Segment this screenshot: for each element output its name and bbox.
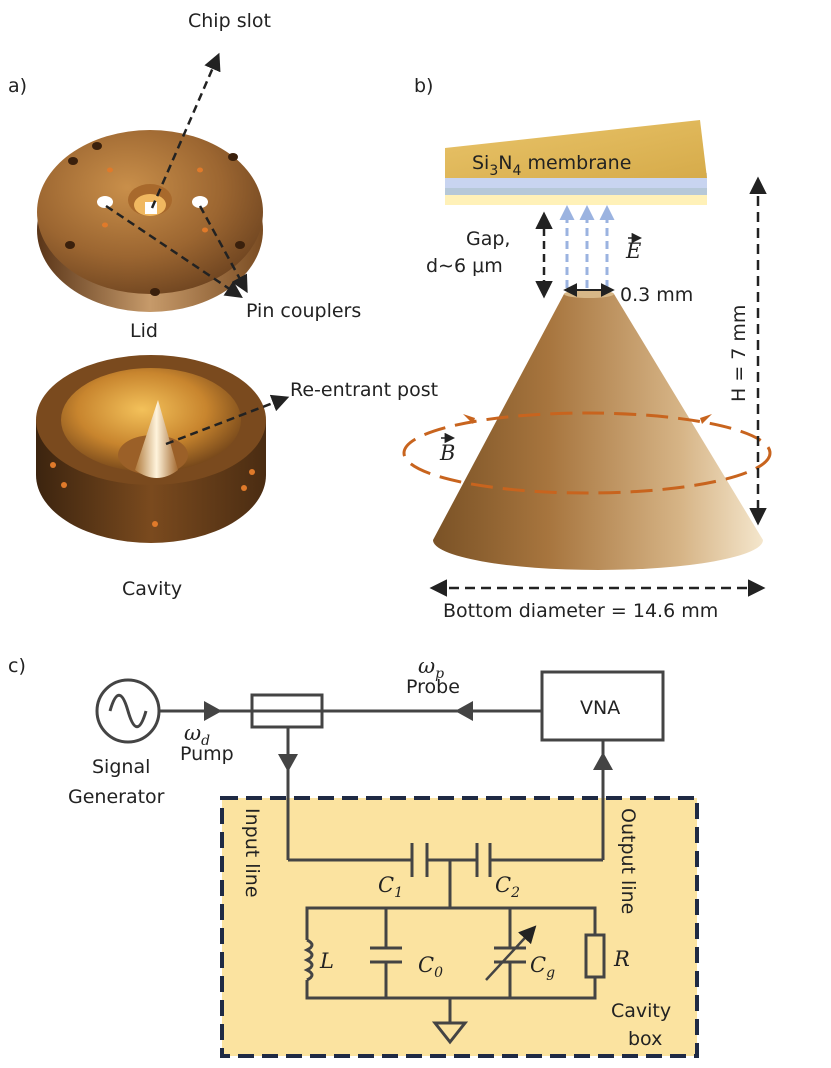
height-label: H = 7 mm [728,305,750,402]
cavity-label: Cavity [122,578,182,600]
panel-a-label: a) [8,75,27,97]
chip-slot-label: Chip slot [188,10,271,32]
bottom-diameter-label: Bottom diameter = 14.6 mm [443,600,718,622]
pump-label: Pump [180,743,234,765]
c0-label: C0 [418,953,443,981]
panel-b-label: b) [414,75,433,97]
vna-label: VNA [580,697,620,719]
inductor-l [300,938,314,982]
resistor-r [584,933,606,979]
b-field-loop [402,411,772,495]
signal-generator-label-line2: Generator [68,786,165,808]
panel-c-label: c) [8,655,26,677]
reentrant-post-arrow [165,394,290,446]
tip-width-label: 0.3 mm [620,284,693,306]
input-line-label: Input line [241,808,263,898]
probe-arrowhead [455,701,473,721]
membrane [445,120,707,205]
probe-label: Probe [406,676,460,698]
pin-couplers-label: Pin couplers [246,300,361,322]
gap-label-line2: d∼6 μm [426,255,503,277]
output-line-label: Output line [617,808,639,914]
c2-label: C2 [495,873,520,901]
b-field-label: B [439,441,455,465]
vna-box [540,670,665,742]
lid-image [37,130,263,312]
cg-label: Cg [530,953,555,981]
capacitor-c1 [410,843,429,877]
omega-p-label: ωp [418,654,444,682]
membrane-label: Si3N4 membrane [472,152,631,179]
chip-slot-arrow [150,52,221,209]
output-arrowhead [593,752,613,770]
input-arrowhead [278,754,298,772]
signal-generator-symbol [95,678,161,744]
cavity-box [220,796,699,1058]
ground-symbol [431,1021,469,1045]
capacitor-c2 [475,843,492,877]
pin-coupler-arrow-left [105,204,243,298]
cone [433,290,763,570]
signal-generator-label-line1: Signal [92,756,150,778]
pin-coupler-arrow-right [198,205,248,294]
lid-label: Lid [130,320,158,342]
cavity-box-label-line1: Cavity [611,1000,671,1022]
e-field-label: E [625,239,641,263]
reentrant-post-label: Re-entrant post [290,379,438,401]
wiring [159,709,605,1023]
cavity-image [36,355,266,543]
omega-d-label: ωd [184,721,210,749]
cavity-box-label-line2: box [628,1028,662,1050]
gap-label-line1: Gap, [466,228,510,250]
capacitor-c0 [370,908,402,998]
l-label: L [319,949,334,973]
capacitor-cg-variable [485,908,537,998]
b-field-arrowhead-left [463,414,475,424]
r-label: R [613,947,630,971]
c1-label: C1 [378,873,403,901]
pump-arrowhead [204,701,222,721]
b-field-arrowhead-right [700,414,712,424]
